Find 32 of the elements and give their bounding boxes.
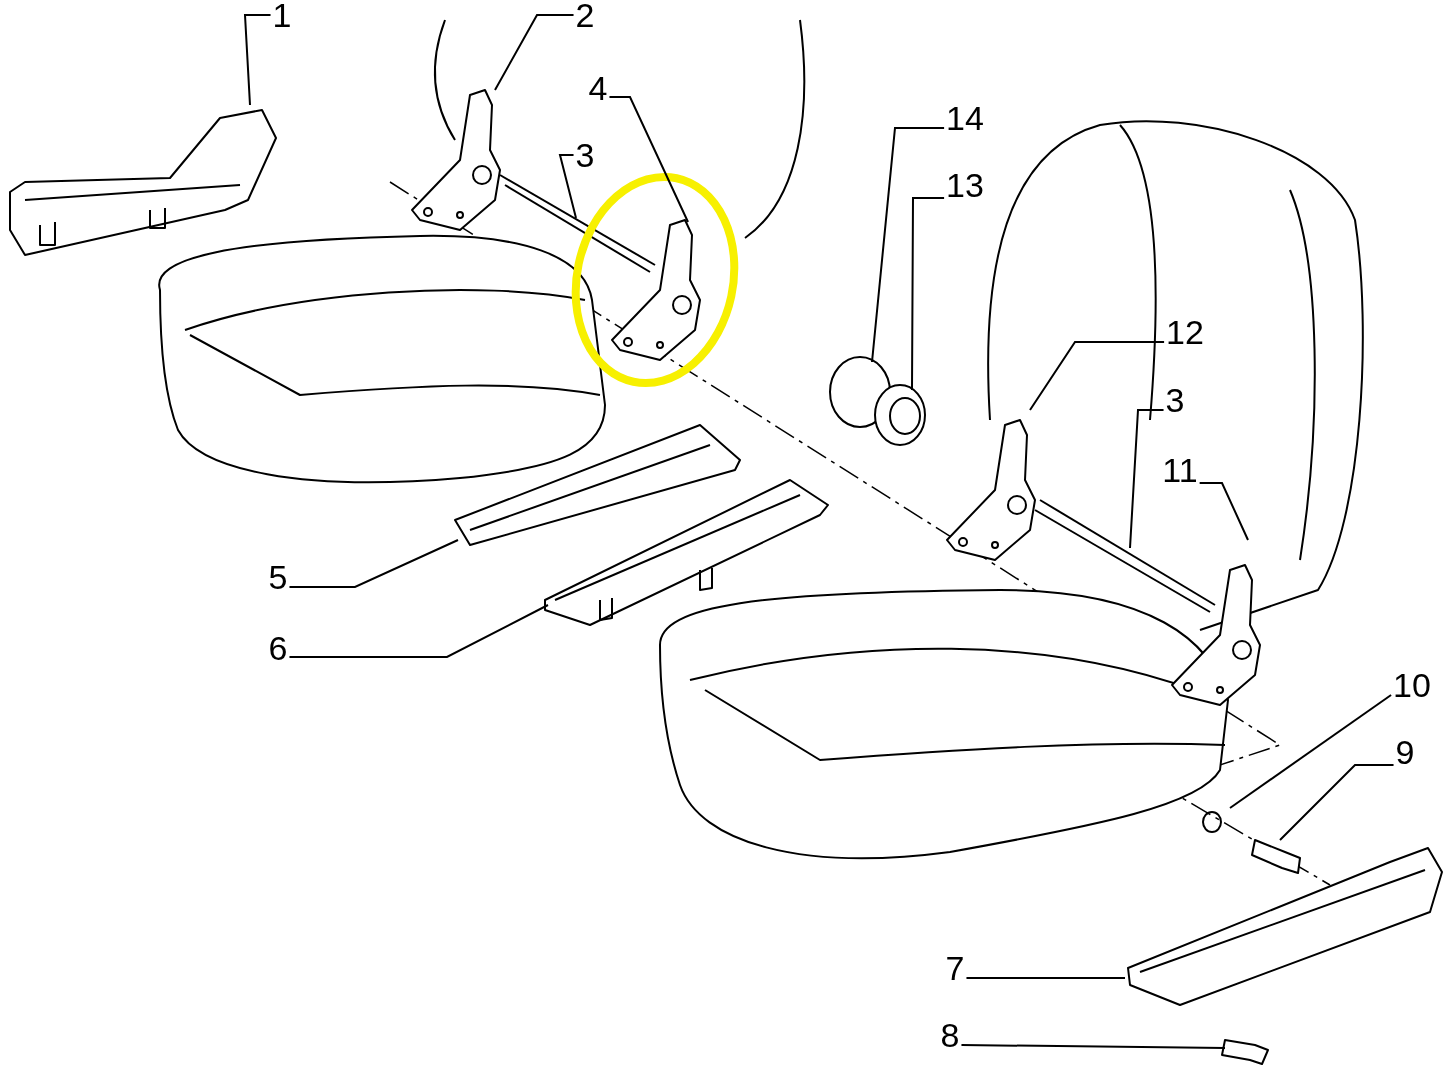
leader-line	[960, 1044, 1226, 1049]
callout-number: 7	[945, 951, 965, 985]
callout-number: 13	[946, 168, 984, 202]
leader-line	[1029, 341, 1166, 411]
callout-number: 11	[1162, 453, 1198, 487]
callout-number: 1	[272, 0, 292, 32]
callout-number: 5	[268, 560, 288, 594]
leader-line	[1198, 482, 1249, 541]
callout-number: 8	[940, 1018, 960, 1052]
leader-line	[871, 127, 946, 363]
callout-number: 3	[575, 138, 595, 172]
callout-number: 3	[1165, 383, 1185, 417]
leader-line	[965, 977, 1126, 979]
leader-line	[288, 604, 549, 658]
callout-number: 9	[1395, 735, 1415, 769]
hinge-bracket-drawing	[611, 219, 701, 361]
callout-number: 12	[1166, 315, 1204, 349]
callout-number: 10	[1393, 668, 1431, 702]
leader-line	[288, 539, 459, 588]
leader-line	[608, 96, 689, 223]
leader-line	[494, 14, 575, 91]
rod-drawing	[499, 174, 656, 273]
leader-line	[558, 154, 577, 219]
callout-number: 6	[268, 631, 288, 665]
leader-line	[1229, 694, 1393, 809]
leader-line	[243, 14, 272, 106]
leader-line	[1129, 409, 1165, 549]
callout-number: 4	[588, 71, 608, 105]
leader-line	[1279, 764, 1395, 841]
callout-number: 14	[946, 101, 984, 135]
leader-line	[911, 197, 946, 391]
callout-number: 2	[575, 0, 595, 32]
